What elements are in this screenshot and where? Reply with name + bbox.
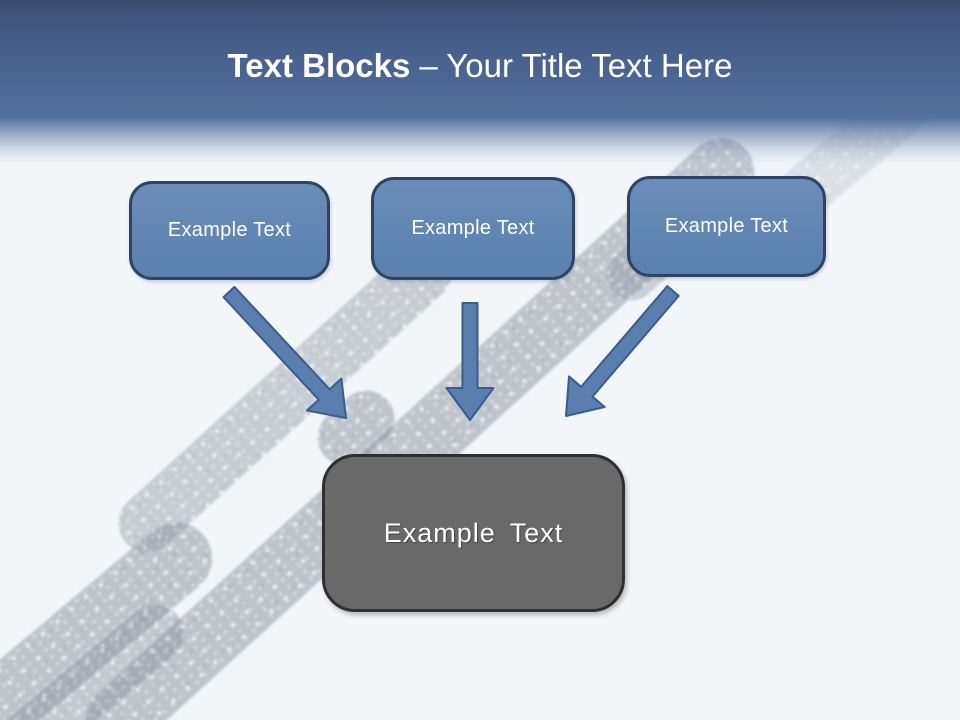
slide-title-bold: Text Blocks [227,47,411,84]
text-block-3-label: Example Text [664,215,789,237]
result-block-label: Example Text [383,517,564,548]
arrow-down-left-icon [565,285,680,417]
result-block: Example Text [322,454,625,612]
slide-title: Text Blocks– Your Title Text Here [0,46,960,86]
text-block-1: Example Text [129,181,330,280]
text-block-3: Example Text [627,176,826,277]
arrow-down-icon [445,302,495,421]
text-block-2: Example Text [371,177,575,280]
slide-title-rest: – Your Title Text Here [419,47,733,84]
text-block-1-label: Example Text [167,219,292,241]
title-banner [0,0,960,176]
arrow-down-right-icon [222,285,347,419]
text-block-2-label: Example Text [411,217,535,239]
